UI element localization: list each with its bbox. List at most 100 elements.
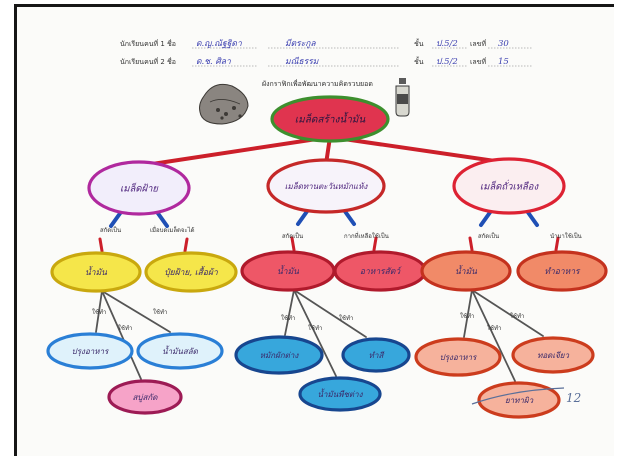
grandchild-node-3-3: ยาทาผิว (477, 381, 561, 419)
grandchild-node-3-2-shape (511, 336, 595, 374)
branch-2-left-tick (296, 208, 310, 226)
root-node: เมล็ดสร้างน้ำมัน (270, 95, 390, 143)
branch-1-use-label-3: ใช้ทำ (153, 308, 167, 316)
branch-3-sub-label-1: สกัดเป็น (478, 231, 499, 240)
branch-3-to-child-2-line (554, 236, 560, 252)
branch-1-to-child-2-line (183, 237, 189, 253)
branch-node-1-shape (87, 160, 191, 216)
student2-no: 15 (498, 57, 509, 67)
grandchild-node-2-3: น้ำมันพืชต่าง (298, 376, 382, 412)
student2-surname: มณีธรรม (285, 56, 319, 67)
child-to-grand-1-line (95, 290, 103, 333)
root-to-branch-3-line (328, 135, 511, 165)
student1-surname: มีตระกูล (285, 38, 316, 49)
grandchild-node-1-3-label: สบู่สกัด (133, 393, 159, 403)
grandchild-node-2-3-shape (298, 376, 382, 412)
grandchild-node-2-1-label: หมักผักต่าง (260, 351, 300, 360)
grandchild-node-1-2: น้ำมันสลัด (136, 332, 224, 370)
child-node-1-1-label: น้ำมัน (85, 266, 107, 278)
grandchild-node-1-3-shape (107, 379, 183, 415)
branch-2-use-label-1: ใช้ทำ (281, 314, 295, 322)
student1-no-label: เลขที่ (470, 39, 486, 48)
branch-node-3: เมล็ดถั่วเหลือง (452, 157, 566, 215)
student2-no-label: เลขที่ (470, 57, 486, 66)
grandchild-node-3-3-label: ยาทาผิว (505, 396, 534, 405)
child-to-grand-1-line (284, 289, 295, 336)
branch-3-use-label-2: ใช้ทำ (487, 324, 501, 332)
branch-1-left-tick (109, 210, 123, 228)
branch-2-right-tick (342, 208, 356, 226)
branch-2-to-child-1-line (290, 236, 296, 252)
child-node-1-1: น้ำมัน (50, 251, 142, 293)
grandchild-node-3-1-shape (414, 337, 502, 377)
branch-1-use-label-2: ใช้ทำ (118, 324, 132, 332)
student1-no: 30 (498, 39, 509, 49)
seed-sack-icon (199, 83, 249, 125)
child-to-grand-3-line (101, 290, 142, 380)
branch-2-to-child-2-line (372, 236, 378, 252)
branch-3-use-label-1: ใช้ทำ (460, 312, 474, 320)
branch-node-2-shape (266, 158, 386, 214)
branch-node-2: เมล็ดทานตะวันหมักแห้ง (266, 158, 386, 214)
branch-3-to-child-1-line (468, 236, 474, 252)
root-node-label: เมล็ดสร้างน้ำมัน (295, 112, 367, 126)
child-node-1-2: ปุ๋ยฝ้าย, เสื้อผ้า (144, 251, 238, 293)
child-node-1-2-shape (144, 251, 238, 293)
child-node-1-1-shape (50, 251, 142, 293)
branch-node-3-label: เมล็ดถั่วเหลือง (480, 179, 540, 192)
branch-3-right-tick (525, 209, 539, 227)
branch-node-2-label: เมล็ดทานตะวันหมักแห้ง (285, 181, 369, 191)
branch-1-to-child-1-line (98, 237, 104, 253)
child-node-2-2-label: อาหารสัตว์ (360, 266, 402, 277)
branch-node-3-shape (452, 157, 566, 215)
grandchild-node-3-2: ทอดเจียว (511, 336, 595, 374)
student2-name: ด.ช. ศิลา (196, 57, 231, 67)
grandchild-node-2-2-shape (341, 337, 411, 373)
grandchild-node-3-1: ปรุงอาหาร (414, 337, 502, 377)
child-to-grand-3-line (471, 289, 516, 382)
child-node-1-2-label: ปุ๋ยฝ้าย, เสื้อผ้า (164, 266, 218, 278)
grandchild-node-2-1-shape (234, 335, 324, 375)
branch-node-1: เมล็ดฝ้าย (87, 160, 191, 216)
child-node-3-1: น้ำมัน (420, 250, 512, 292)
grandchild-node-3-3-shape (477, 381, 561, 419)
branch-node-1-label: เมล็ดฝ้าย (120, 182, 159, 194)
child-node-3-1-label: น้ำมัน (455, 265, 477, 277)
grandchild-node-3-1-label: ปรุงอาหาร (440, 353, 478, 363)
branch-2-use-label-3: ใช้ทำ (339, 314, 353, 322)
student1-class-label: ชั้น (414, 37, 424, 48)
branch-1-use-label-1: ใช้ทำ (92, 308, 106, 316)
student2-prefix: นักเรียนคนที่ 2 ชื่อ (120, 57, 176, 66)
student-header: นักเรียนคนที่ 1 ชื่อ ด.ญ.ณัฐฐิดา มีตระกู… (120, 37, 532, 67)
diagram-title: ผังกราฟิกเพื่อพัฒนาความคิดรวบยอด (262, 79, 373, 88)
grandchild-node-2-3-label: น้ำมันพืชต่าง (318, 388, 364, 399)
branch-3-left-tick (479, 209, 493, 227)
child-to-grand-1-line (463, 289, 473, 338)
grandchild-node-2-2-label: ทำสี (369, 351, 385, 360)
student1-name: ด.ญ.ณัฐฐิดา (196, 39, 242, 49)
root-node-shape (270, 95, 390, 143)
child-node-3-2-shape (516, 250, 608, 292)
student2-class: ป.5/2 (436, 57, 458, 67)
student2-class-label: ชั้น (414, 55, 424, 66)
teacher-score-mark: 12 (471, 387, 581, 405)
child-to-grand-2-line (101, 290, 171, 333)
root-to-branch-1-line (137, 135, 332, 168)
grandchild-node-1-1-shape (46, 332, 134, 370)
child-node-2-1-label: น้ำมัน (277, 265, 299, 277)
grandchild-node-1-2-label: น้ำมันสลัด (162, 345, 198, 356)
child-node-3-1-shape (420, 250, 512, 292)
oil-bottle-icon (395, 78, 410, 117)
grandchild-node-1-3: สบู่สกัด (107, 379, 183, 415)
child-node-2-2: อาหารสัตว์ (333, 250, 427, 292)
child-node-3-2-label: ทำอาหาร (544, 267, 581, 277)
branch-3-sub-label-2: นำมาใช้เป็น (550, 231, 582, 240)
child-to-grand-2-line (471, 289, 544, 337)
branch-1-right-tick (155, 210, 169, 228)
branch-1-sub-label-1: สกัดเป็น (100, 225, 121, 234)
branch-2-use-label-2: ใช้ทำ (308, 324, 322, 332)
grandchild-node-1-1-label: ปรุงอาหาร (72, 347, 110, 357)
